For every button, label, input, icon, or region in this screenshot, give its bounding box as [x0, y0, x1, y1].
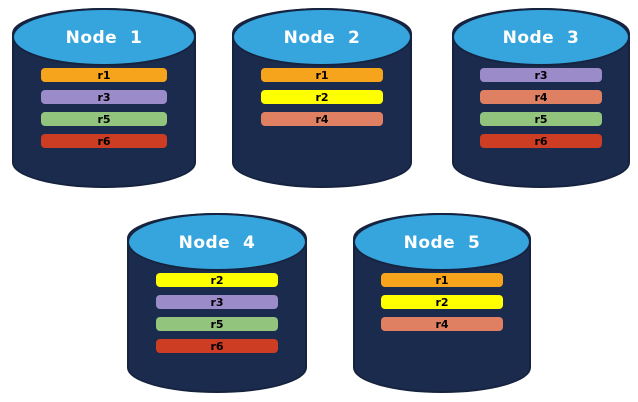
- database-node-3[interactable]: Node 3 r3 r4 r5 r6: [452, 8, 630, 188]
- shard-bar[interactable]: r1: [260, 68, 384, 82]
- shard-bar[interactable]: r4: [260, 112, 384, 126]
- shard-bar[interactable]: r1: [41, 68, 167, 82]
- shard-bar[interactable]: r1: [381, 273, 503, 287]
- shard-bar[interactable]: r4: [480, 90, 602, 104]
- database-node-4[interactable]: Node 4 r2 r3 r5 r6: [127, 213, 307, 393]
- database-node-1[interactable]: Node 1 r1 r3 r5 r6: [12, 8, 196, 188]
- node-label: Node 5: [403, 232, 481, 253]
- node-label: Node 1: [65, 27, 143, 48]
- shard-bar[interactable]: r6: [41, 134, 167, 148]
- shard-bar[interactable]: r6: [480, 134, 602, 148]
- shard-bar[interactable]: r3: [155, 295, 279, 309]
- shard-bar[interactable]: r2: [155, 273, 279, 287]
- database-node-2[interactable]: Node 2 r1 r2 r4: [232, 8, 412, 188]
- node-label: Node 2: [283, 27, 361, 48]
- cylinder-top-ellipse: Node 3: [452, 8, 630, 66]
- shard-bar[interactable]: r5: [41, 112, 167, 126]
- shard-bar[interactable]: r2: [381, 295, 503, 309]
- node-label: Node 4: [178, 232, 256, 253]
- shard-list: r1 r3 r5 r6: [12, 68, 196, 148]
- database-node-5[interactable]: Node 5 r1 r2 r4: [353, 213, 531, 393]
- shard-bar[interactable]: r3: [41, 90, 167, 104]
- shard-list: r1 r2 r4: [353, 273, 531, 331]
- shard-list: r2 r3 r5 r6: [127, 273, 307, 353]
- shard-bar[interactable]: r3: [480, 68, 602, 82]
- cylinder-top-ellipse: Node 4: [127, 213, 307, 271]
- shard-list: r1 r2 r4: [232, 68, 412, 126]
- shard-bar[interactable]: r5: [480, 112, 602, 126]
- shard-bar[interactable]: r2: [260, 90, 384, 104]
- node-label: Node 3: [502, 27, 580, 48]
- shard-list: r3 r4 r5 r6: [452, 68, 630, 148]
- shard-bar[interactable]: r6: [155, 339, 279, 353]
- cylinder-top-ellipse: Node 5: [353, 213, 531, 271]
- shard-bar[interactable]: r4: [381, 317, 503, 331]
- cylinder-top-ellipse: Node 1: [12, 8, 196, 66]
- cylinder-top-ellipse: Node 2: [232, 8, 412, 66]
- shard-bar[interactable]: r5: [155, 317, 279, 331]
